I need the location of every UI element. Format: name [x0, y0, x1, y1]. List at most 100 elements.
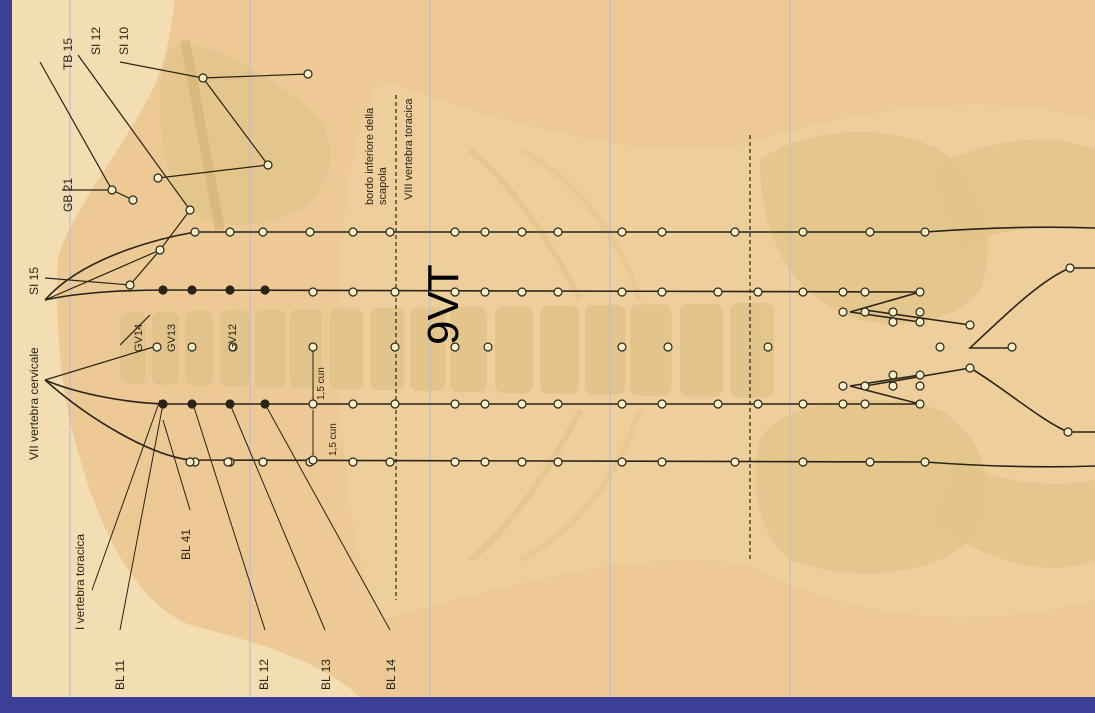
acupoint [309, 456, 317, 464]
acupoint [714, 400, 722, 408]
vertebra [370, 308, 404, 391]
acupoint [481, 458, 489, 466]
acupoint [839, 308, 847, 316]
acupoint [481, 228, 489, 236]
acupoint-filled [226, 400, 234, 408]
acupoint [731, 458, 739, 466]
acupoint [264, 161, 272, 169]
acupoint [391, 288, 399, 296]
acupoint [481, 288, 489, 296]
acupoint [451, 400, 459, 408]
acupoint [518, 458, 526, 466]
acupoint-filled [188, 286, 196, 294]
acupoint [186, 206, 194, 214]
acupoint [618, 228, 626, 236]
acupoint [714, 288, 722, 296]
acupoint [199, 74, 207, 82]
acupoint [664, 343, 672, 351]
acupoint [861, 308, 869, 316]
label-bl13: BL 13 [319, 659, 333, 690]
acupoint [889, 371, 897, 379]
acupoint [799, 400, 807, 408]
acupoint [861, 288, 869, 296]
acupoint [936, 343, 944, 351]
acupoint [916, 371, 924, 379]
acupoint [889, 318, 897, 326]
acupoint [921, 228, 929, 236]
acupoint-filled [159, 286, 167, 294]
acupoint [839, 400, 847, 408]
big-9vt-label: 9VT [419, 264, 468, 345]
acupoint [839, 382, 847, 390]
vertebra [330, 308, 363, 389]
acupoint [554, 228, 562, 236]
label-i-toracica: I vertebra toracica [73, 534, 87, 630]
label-bl41: BL 41 [179, 529, 193, 560]
acupoint [861, 400, 869, 408]
acupoint [799, 288, 807, 296]
acupoint [518, 228, 526, 236]
acupoint [658, 400, 666, 408]
acupoint [188, 343, 196, 351]
label-cun-a: 1,5 cun [316, 367, 327, 400]
acupoint [554, 458, 562, 466]
acupoint [349, 288, 357, 296]
label-viii-toracica: VIII vertebra toracica [403, 98, 415, 200]
label-si15: SI 15 [27, 267, 41, 295]
acupoint [309, 343, 317, 351]
label-si12: SI 12 [89, 27, 103, 55]
acupoint [889, 308, 897, 316]
acupoint [916, 288, 924, 296]
acupoint [518, 288, 526, 296]
label-bl11: BL 11 [113, 660, 127, 690]
acupoint [916, 382, 924, 390]
acupoint [191, 228, 199, 236]
label-si10: SI 10 [117, 27, 131, 55]
label-gv12: GV12 [227, 324, 239, 352]
label-vii-cervicale: VII vertebra cervicale [27, 347, 41, 460]
acupoint [658, 288, 666, 296]
acupoint [484, 343, 492, 351]
acupoint [754, 288, 762, 296]
label-bordo-2: scapola [377, 166, 389, 205]
acupoint [916, 318, 924, 326]
acupoint [799, 458, 807, 466]
vertebra [255, 310, 286, 388]
acupoint [658, 228, 666, 236]
label-bordo-1: bordo inferiore della [364, 107, 376, 205]
acupoint [451, 458, 459, 466]
acupoint [259, 458, 267, 466]
acupoint [731, 228, 739, 236]
label-tb15: TB 15 [61, 38, 75, 70]
acupoint [306, 228, 314, 236]
acupoint-filled [159, 400, 167, 408]
acupoint [554, 400, 562, 408]
acupoint [186, 458, 194, 466]
acupoint [304, 70, 312, 78]
acupoint [309, 288, 317, 296]
acupoint [349, 400, 357, 408]
acupoint [866, 458, 874, 466]
acupoint [391, 400, 399, 408]
acupoint [153, 343, 161, 351]
acupoint [154, 174, 162, 182]
acupoint [618, 400, 626, 408]
acupoint [259, 228, 267, 236]
label-gv14: GV14 [133, 324, 145, 352]
acupoint [839, 288, 847, 296]
acupoint [224, 458, 232, 466]
acupoint [108, 186, 116, 194]
acupoint-filled [261, 400, 269, 408]
acupoint [554, 288, 562, 296]
acupoint [966, 321, 974, 329]
acupoint-filled [188, 400, 196, 408]
acupoint [349, 228, 357, 236]
acupoint [618, 288, 626, 296]
acupoint [1066, 264, 1074, 272]
acupoint [226, 228, 234, 236]
acupoint [386, 458, 394, 466]
acupoint [481, 400, 489, 408]
vertebra [495, 306, 533, 393]
